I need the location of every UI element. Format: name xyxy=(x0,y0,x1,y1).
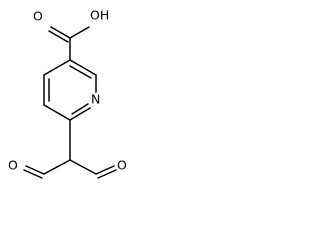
left-aldehyde-double-bond-inner xyxy=(23,169,43,179)
ring-bond-c6-n-inner xyxy=(71,103,89,115)
carboxyl-carbon-to-hydroxyl-bond xyxy=(69,26,90,39)
ring-bond-c3-c4 xyxy=(43,59,71,76)
carbonyl-double-bond-inner xyxy=(48,30,69,43)
methine-to-right-aldehyde-bond xyxy=(69,159,97,175)
hydroxyl-label: OH xyxy=(90,8,109,23)
ring-bond-c6-n xyxy=(69,107,91,121)
methine-to-left-aldehyde-bond xyxy=(43,159,71,175)
left-aldehyde-double-bond-outer xyxy=(25,165,45,175)
carbonyl-double-bond-outer xyxy=(50,26,71,39)
ring-bond-c2-c3 xyxy=(69,59,97,76)
right-aldehyde-double-bond-inner xyxy=(97,169,117,179)
left-aldehyde-oxygen-label: O xyxy=(8,158,18,173)
carboxyl-oxygen-label: O xyxy=(33,9,43,24)
right-aldehyde-double-bond-outer xyxy=(95,165,115,175)
chemical-structure-diagram: O OH N O O xyxy=(8,8,127,179)
ring-bond-c5-c6 xyxy=(43,104,71,121)
ring-nitrogen-label: N xyxy=(91,92,100,107)
ring-bond-c2-c3-inner xyxy=(69,65,92,79)
right-aldehyde-oxygen-label: O xyxy=(117,158,127,173)
